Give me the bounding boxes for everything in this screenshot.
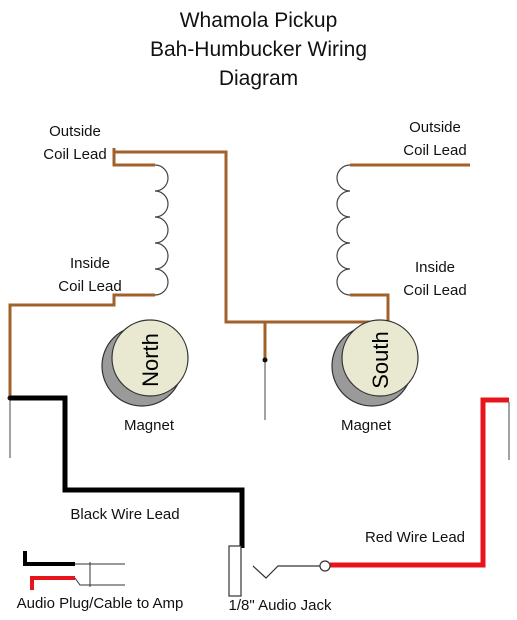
audio-jack-body xyxy=(228,545,242,597)
left-inside-line-2: Coil Lead xyxy=(58,278,122,295)
right-inside-coil-lead-label: Inside Coil Lead xyxy=(390,256,480,302)
left-inside-coil-lead xyxy=(8,293,155,398)
audio-plug-cable-bottom xyxy=(74,577,125,586)
black-wire xyxy=(10,395,245,548)
right-outside-line-2: Coil Lead xyxy=(403,142,467,159)
left-outside-coil-lead-label: Outside Coil Lead xyxy=(30,120,120,166)
title-line-3: Diagram xyxy=(218,67,299,90)
title-line-2: Bah-Humbucker Wiring xyxy=(149,38,368,61)
magnet-south xyxy=(331,319,419,407)
left-coil xyxy=(154,164,169,296)
audio-jack-symbol xyxy=(228,545,331,597)
right-outside-line-1: Outside xyxy=(409,119,461,136)
left-inside-coil-lead-label: Inside Coil Lead xyxy=(45,252,135,298)
title-line-1: Whamola Pickup xyxy=(179,9,338,32)
magnet-north xyxy=(101,319,189,407)
lead-tails xyxy=(9,360,510,460)
coil-wires xyxy=(8,148,470,398)
diagram-title: Whamola Pickup Bah-Humbucker Wiring Diag… xyxy=(0,6,517,93)
audio-plug-symbol xyxy=(23,551,125,590)
audio-plug-black-lead xyxy=(23,551,75,566)
left-outside-coil-lead xyxy=(112,148,155,167)
center-junction-dot xyxy=(262,357,268,363)
right-coil xyxy=(336,164,351,296)
magnet-north-label: North xyxy=(138,333,163,387)
magnet-south-label: South xyxy=(368,331,393,389)
audio-plug-label: Audio Plug/Cable to Amp xyxy=(16,595,184,612)
left-outside-line-1: Outside xyxy=(49,123,101,140)
audio-plug-red-lead xyxy=(30,576,75,590)
left-outside-line-2: Coil Lead xyxy=(43,146,107,163)
audio-jack-label: 1/8" Audio Jack xyxy=(228,597,332,614)
audio-jack-tip xyxy=(319,560,331,572)
audio-jack-contact xyxy=(252,565,320,579)
black-wire-lead-label: Black Wire Lead xyxy=(70,506,180,523)
left-inside-line-1: Inside xyxy=(69,255,111,272)
right-outside-coil-lead-label: Outside Coil Lead xyxy=(390,116,480,162)
magnet-left-label: Magnet xyxy=(123,417,175,434)
red-wire-lead-label: Red Wire Lead xyxy=(364,529,466,546)
magnet-right-label: Magnet xyxy=(340,417,392,434)
right-inside-line-2: Coil Lead xyxy=(403,282,467,299)
right-inside-line-1: Inside xyxy=(414,259,456,276)
red-wire xyxy=(330,397,509,568)
center-series-link xyxy=(114,150,390,324)
